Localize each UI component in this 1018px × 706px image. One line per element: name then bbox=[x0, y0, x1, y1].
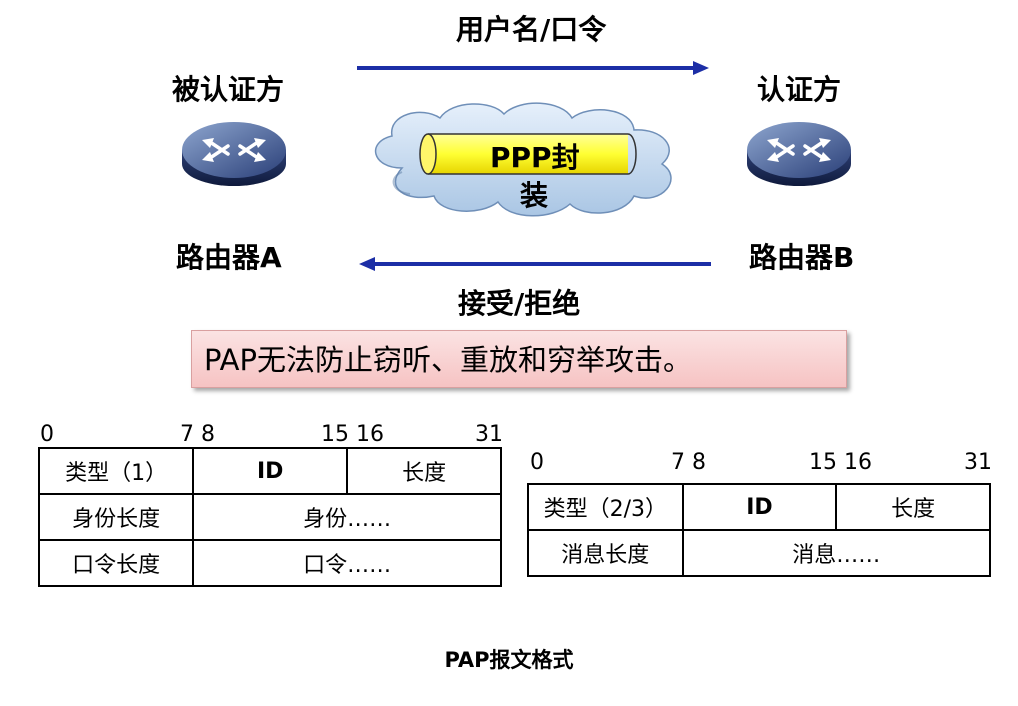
ruler-bit-7-8: 7 8 bbox=[671, 450, 706, 475]
figure-caption: PAP报文格式 bbox=[444, 648, 574, 672]
ruler-bit-0: 0 bbox=[40, 422, 54, 447]
field-length: 长度 bbox=[346, 447, 502, 495]
warning-text: PAP无法防止窃听、重放和穷举攻击。 bbox=[204, 343, 692, 377]
router-b-label: 路由器B bbox=[749, 241, 855, 274]
arrow-label-response: 接受/拒绝 bbox=[458, 287, 581, 320]
pap-request-table: 类型（1） ID 长度 身份长度 身份…… 口令长度 口令…… bbox=[37, 447, 502, 587]
router-a-icon bbox=[182, 122, 286, 186]
ruler-bit-15-16: 15 16 bbox=[321, 422, 384, 447]
field-length: 长度 bbox=[835, 483, 991, 531]
ruler-bit-0: 0 bbox=[530, 450, 544, 475]
ruler-bit-15-16: 15 16 bbox=[809, 450, 872, 475]
field-id: ID bbox=[681, 483, 838, 531]
ruler-bit-31: 31 bbox=[475, 422, 503, 447]
field-type: 类型（2/3） bbox=[527, 483, 684, 531]
ruler-bit-7-8: 7 8 bbox=[180, 422, 215, 447]
cloud-text-line1: PPP封 bbox=[490, 141, 580, 174]
arrow-label-request: 用户名/口令 bbox=[456, 13, 607, 46]
field-message: 消息…… bbox=[681, 529, 992, 577]
table-row: 类型（1） ID 长度 bbox=[37, 447, 502, 495]
right-role-label: 认证方 bbox=[757, 73, 842, 106]
router-b-icon bbox=[747, 122, 851, 186]
pap-response-table: 类型（2/3） ID 长度 消息长度 消息…… bbox=[527, 483, 992, 577]
ruler-bit-31: 31 bbox=[964, 450, 992, 475]
field-password-length: 口令长度 bbox=[37, 539, 195, 587]
table-row: 类型（2/3） ID 长度 bbox=[527, 483, 991, 531]
field-message-length: 消息长度 bbox=[527, 529, 684, 577]
table-row: 身份长度 身份…… bbox=[37, 493, 502, 541]
left-role-label: 被认证方 bbox=[172, 73, 285, 106]
router-a-label: 路由器A bbox=[176, 241, 282, 274]
field-password: 口令…… bbox=[192, 539, 502, 587]
field-peer-id: 身份…… bbox=[192, 493, 502, 541]
field-type: 类型（1） bbox=[37, 447, 195, 495]
warning-box: PAP无法防止窃听、重放和穷举攻击。 bbox=[191, 330, 847, 388]
field-id: ID bbox=[192, 447, 349, 495]
arrow-left bbox=[359, 257, 711, 271]
arrow-right bbox=[357, 61, 709, 75]
field-peer-id-length: 身份长度 bbox=[37, 493, 195, 541]
table-row: 消息长度 消息…… bbox=[527, 529, 992, 577]
network-cloud-icon bbox=[374, 102, 672, 217]
cloud-text-line2: 装 bbox=[520, 179, 549, 212]
table-row: 口令长度 口令…… bbox=[37, 539, 502, 587]
